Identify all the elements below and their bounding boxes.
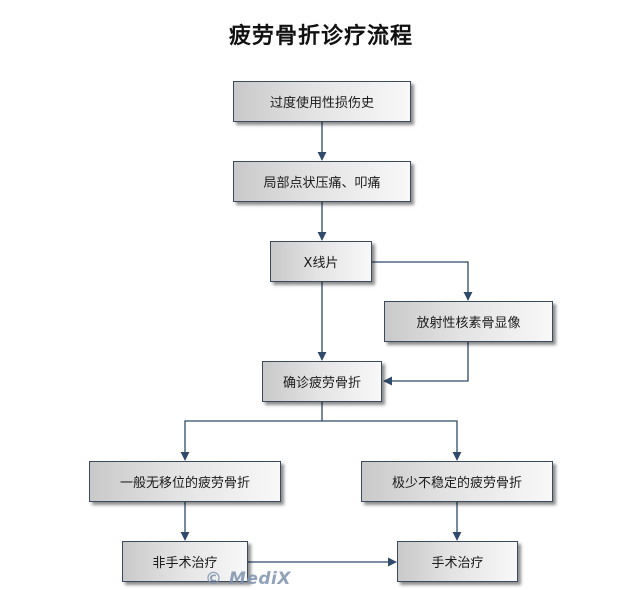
arrow-xray-to-bone-scan	[372, 261, 473, 301]
node-bone-scan: 放射性核素骨显像	[384, 301, 553, 342]
node-local-tenderness: 局部点状压痛、叩痛	[233, 161, 411, 202]
node-xray: X线片	[270, 241, 372, 282]
arrow-diagnosis-to-general-fracture	[180, 402, 323, 461]
watermark-medix: © MediX	[205, 569, 291, 589]
node-nonsurgical-treatment: 非手术治疗	[122, 541, 248, 582]
arrow-bone-scan-to-diagnosis	[383, 342, 469, 386]
node-injury-history: 过度使用性损伤史	[233, 81, 411, 122]
arrow-diagnosis-to-unstable-fracture	[322, 420, 462, 461]
node-confirmed-diagnosis: 确诊疲劳骨折	[262, 361, 382, 402]
node-general-fracture: 一般无移位的疲劳骨折	[89, 461, 281, 502]
node-unstable-fracture: 极少不稳定的疲劳骨折	[361, 461, 553, 502]
node-surgical-treatment: 手术治疗	[397, 541, 518, 582]
page-title: 疲劳骨折诊疗流程	[228, 24, 413, 49]
